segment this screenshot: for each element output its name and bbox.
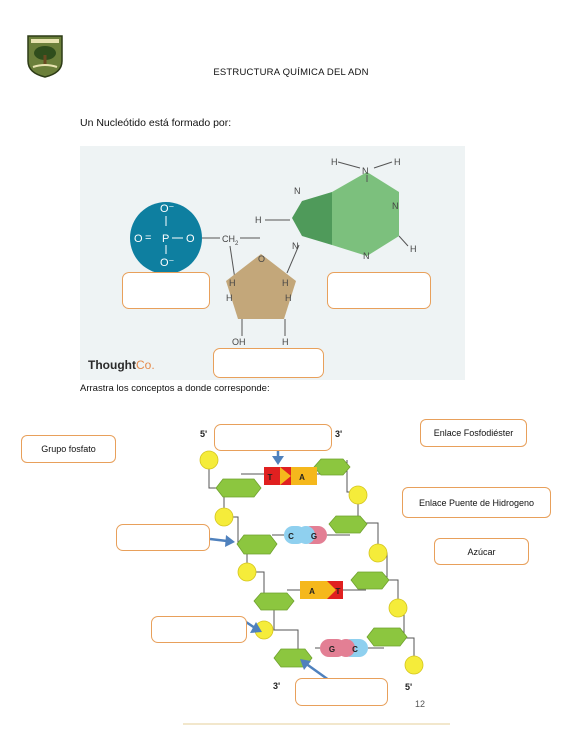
sugar-labels: O H H H H OH H [226,254,292,347]
chip-enlace-fosfodiester[interactable]: Enlace Fosfodiéster [420,419,527,447]
phosphate-equals: = [145,232,151,244]
thoughtco-brand: ThoughtCo. [88,358,155,372]
drop-zone-sugar[interactable] [213,348,324,378]
page-number: 12 [415,699,426,709]
chip-enlace-puente-hidrogeno[interactable]: Enlace Puente de Hidrogeno [402,487,551,518]
svg-text:N: N [392,201,399,211]
svg-text:N: N [363,251,370,261]
label-5-top: 5' [200,429,207,439]
svg-text:N: N [294,186,301,196]
dna-sugars [215,458,408,668]
bottom-divider [183,723,450,725]
base-labels: N N N N N H H N H H [255,157,417,261]
base-pair-4: G C [320,639,368,657]
chip-grupo-fosfato[interactable]: Grupo fosfato [21,435,116,463]
phosphate-o-top: O⁻ [160,203,175,215]
drag-instruction: Arrastra los conceptos a donde correspon… [80,383,270,394]
nucleotide-diagram: O⁻ O = P O O⁻ CH2 O H H H H OH H [130,157,417,347]
drop-zone-dna-bottom[interactable] [295,678,388,706]
svg-text:H: H [255,215,262,225]
base-pentagon [292,192,332,245]
label-5-bottom: 5' [405,682,412,692]
base-hexagon [332,172,399,256]
svg-text:H: H [226,293,233,303]
svg-text:A: A [299,473,305,482]
svg-text:H: H [229,278,236,288]
svg-text:OH: OH [232,337,246,347]
svg-text:H: H [331,157,338,167]
svg-text:H: H [282,278,289,288]
svg-text:N: N [362,166,369,176]
dna-phosphates [199,450,424,675]
phosphate-o-right: O [186,233,195,245]
svg-text:H: H [285,293,292,303]
drop-zone-dna-left[interactable] [116,524,210,551]
label-3-bottom: 3' [273,681,280,691]
base-pair-1: T A [264,467,317,485]
school-logo [27,35,63,78]
drop-zone-phosphate[interactable] [122,272,210,309]
label-3-top: 3' [335,429,342,439]
base-pair-3: A T [300,581,343,599]
svg-text:G: G [311,532,317,541]
svg-text:A: A [309,587,315,596]
phosphate-circle [130,202,202,274]
nucleotide-figure: O⁻ O = P O O⁻ CH2 O H H H H OH H [80,146,465,380]
phosphate-labels: O⁻ O = P O O⁻ [134,203,195,269]
svg-text:T: T [336,587,341,596]
svg-text:H: H [394,157,401,167]
page-title: ESTRUCTURA QUÍMICA DEL ADN [213,67,369,78]
drop-zone-dna-top[interactable] [214,424,332,451]
svg-text:N: N [292,241,299,251]
intro-text: Un Nucleótido está formado por: [80,117,232,129]
ch2-label: CH2 [222,234,239,247]
phosphate-o-left: O [134,233,143,245]
drop-zone-dna-lower-left[interactable] [151,616,247,643]
phosphate-p: P [162,233,169,245]
phosphate-o-bottom: O⁻ [160,257,175,269]
drop-zone-base[interactable] [327,272,431,309]
base-pair-2: C G [284,526,327,544]
dna-diagram: 5' 3' 3' 5' T A [199,429,424,692]
sugar-pentagon [226,254,296,319]
svg-text:H: H [282,337,289,347]
svg-text:C: C [288,532,294,541]
svg-text:C: C [352,645,358,654]
svg-text:G: G [329,645,335,654]
chip-azucar[interactable]: Azúcar [434,538,529,565]
svg-text:H: H [410,244,417,254]
svg-text:T: T [268,473,273,482]
svg-text:O: O [258,254,265,264]
